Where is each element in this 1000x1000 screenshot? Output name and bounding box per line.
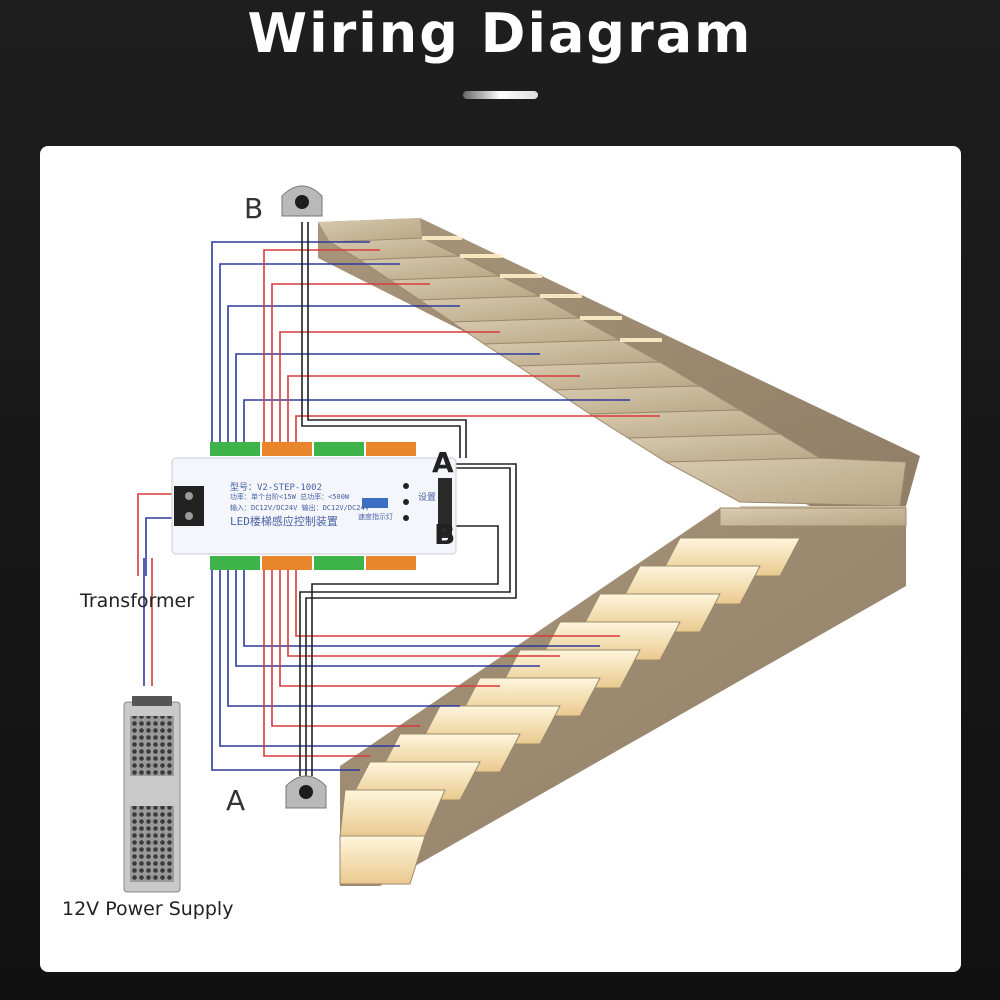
controller-speed-label: 速度指示灯 [358,513,393,521]
diagram-panel: B A A B Transformer 12V Power Supply 型号：… [40,146,961,972]
power-supply-icon [123,696,181,893]
upper-staircase [318,218,920,507]
controller-a-label: A [432,446,454,479]
sensor-b-icon [281,185,323,217]
wires [137,222,660,776]
page-title: Wiring Diagram [247,2,753,65]
controller-board [171,457,457,555]
sensor-b-label: B [244,192,264,225]
power-supply-label: 12V Power Supply [62,898,234,920]
controller-name: LED楼梯感应控制装置 [230,515,338,528]
transformer-label: Transformer [80,590,195,612]
terminal-block-top [210,442,416,456]
sensor-a-icon [285,775,327,809]
sensor-a-label: A [226,784,246,817]
lower-staircase [339,506,907,886]
controller-io: 输入：DC12V/DC24V 输出：DC12V/DC24V [230,504,369,512]
controller-setting-label: 设置 [418,493,437,503]
title-underline [463,91,538,99]
wiring-diagram-svg [123,185,920,893]
controller-power: 功率：单个台阶<15W 总功率：<500W [230,493,350,501]
controller-model: 型号：V2-STEP-1002 [230,483,323,493]
controller-b-label: B [434,518,456,551]
terminal-block-bottom [210,556,416,570]
